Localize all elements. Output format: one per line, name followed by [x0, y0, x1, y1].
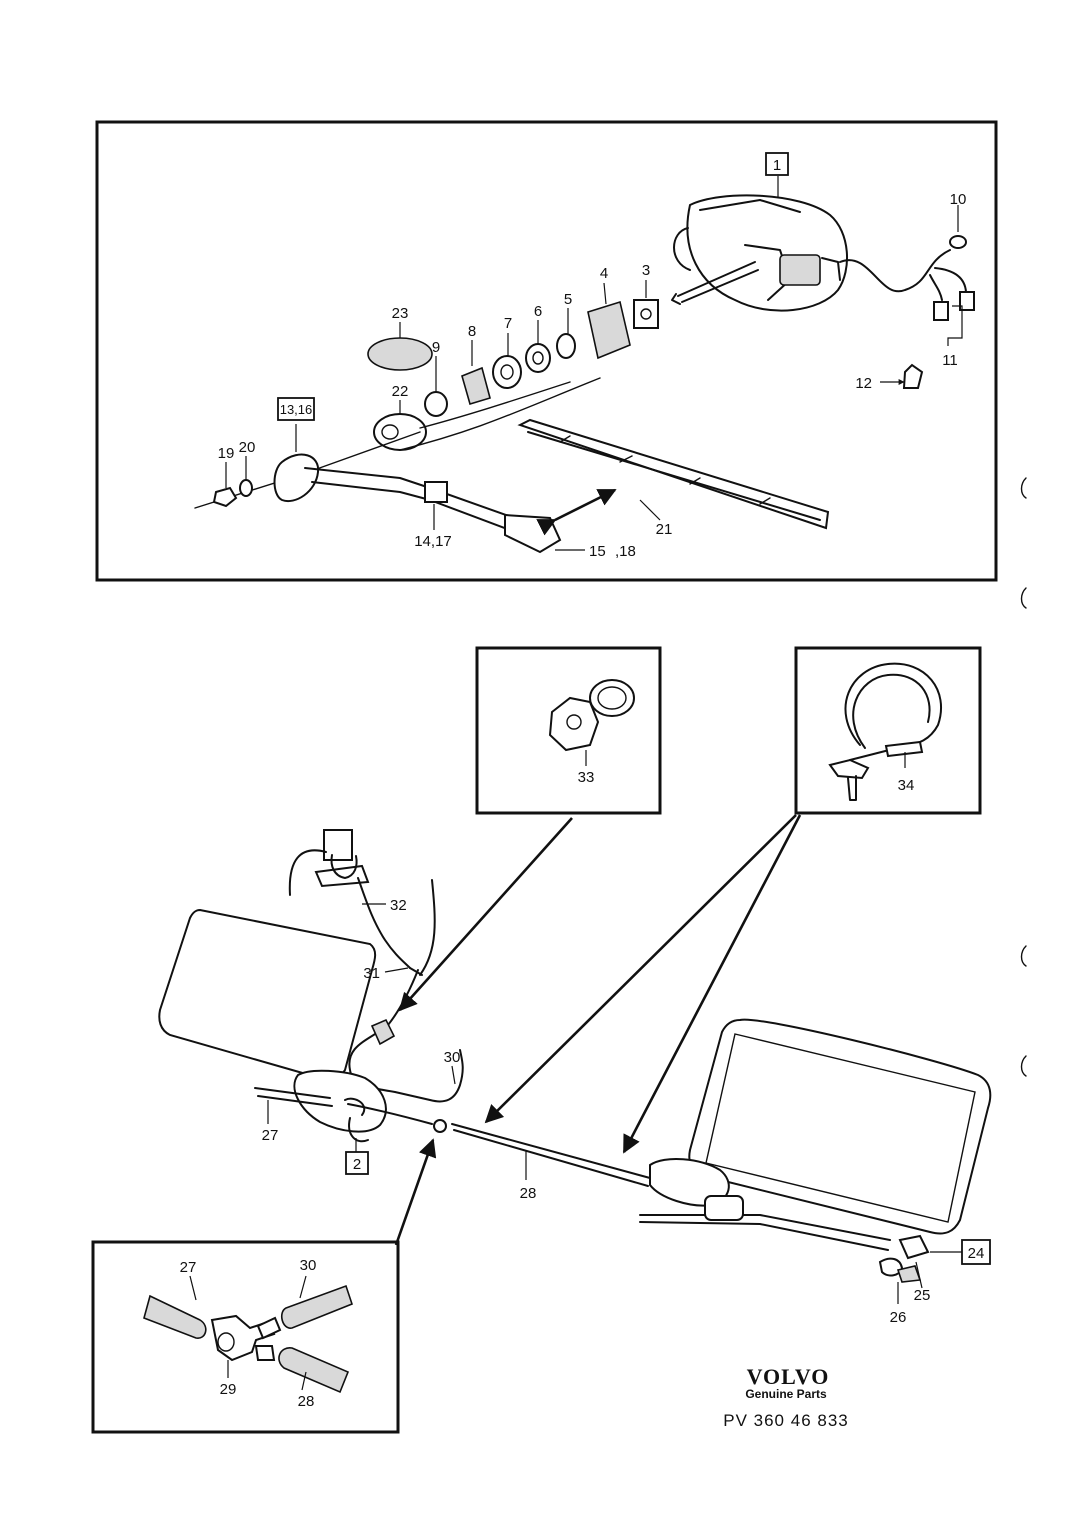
right-wiper-unit	[639, 1158, 930, 1283]
part-21-wiper-blade	[517, 418, 830, 530]
part-19-nut	[212, 486, 238, 508]
part-28-hose	[347, 1103, 651, 1187]
part-34-cable-tie	[844, 662, 943, 761]
callout-labels: 1 10 11 12 3 4 5 6 7 8 9 23 22 13,16 19 …	[180, 152, 991, 1410]
callout-15: 15	[589, 543, 606, 560]
connector-a	[933, 301, 949, 321]
part-8-bush	[461, 366, 491, 405]
detail-hose-27	[143, 1294, 207, 1339]
brand-block: VOLVO Genuine Parts PV 360 46 833	[723, 1364, 848, 1430]
callout-box-1	[765, 152, 789, 176]
callout-31: 31	[363, 965, 380, 982]
callout-22: 22	[392, 383, 409, 400]
margin-marks	[1020, 477, 1027, 1077]
callout-19: 19	[218, 445, 235, 462]
callout-9: 9	[432, 339, 440, 356]
t-piece-detail-box	[91, 1240, 400, 1434]
callout-13-16: 13,16	[280, 402, 313, 417]
motor-wiring	[839, 249, 967, 301]
pointer-34b	[622, 814, 802, 1154]
grommet-detail-box	[475, 646, 662, 815]
detail-hose-28	[278, 1347, 350, 1394]
detail-callout-30: 30	[300, 1257, 317, 1274]
part-32-hose	[357, 877, 411, 969]
part-9-spacer	[424, 391, 448, 417]
callout-34: 34	[898, 777, 915, 794]
callout-32: 32	[390, 897, 407, 914]
callout-box-24	[961, 1239, 991, 1265]
callout-1: 1	[773, 157, 781, 174]
detail-callout-28: 28	[298, 1393, 315, 1410]
callout-3: 3	[642, 262, 650, 279]
motor-spindle	[677, 261, 759, 303]
callout-12: 12	[855, 375, 872, 392]
blade-fit-arrow	[536, 488, 617, 536]
part-6-washer	[525, 343, 551, 373]
pointer-34a	[484, 814, 797, 1124]
part-23-cap	[367, 337, 433, 371]
callout-33: 33	[578, 769, 595, 786]
brand-tagline: Genuine Parts	[745, 1387, 827, 1401]
t-connector	[433, 1119, 447, 1133]
connector-b	[959, 291, 975, 311]
left-washer-nozzle	[293, 1069, 387, 1143]
panel-frame	[95, 120, 998, 582]
part-20-washer	[239, 479, 253, 497]
callout-10: 10	[950, 191, 967, 208]
detail-callout-27: 27	[180, 1259, 197, 1276]
callout-5: 5	[564, 291, 572, 308]
pointer-29	[394, 1138, 437, 1246]
callout-2: 2	[353, 1156, 361, 1173]
callout-29: 29	[220, 1381, 237, 1398]
part-3-nut	[633, 299, 659, 329]
part-reference: PV 360 46 833	[723, 1411, 848, 1430]
part-27-hose	[254, 1087, 333, 1107]
callout-18: ,18	[615, 543, 636, 560]
cable-tie-detail-box	[794, 646, 982, 815]
callout-24: 24	[968, 1245, 985, 1262]
callout-20: 20	[239, 439, 256, 456]
part-5-washer	[556, 333, 576, 359]
callout-8: 8	[468, 323, 476, 340]
part-4-bush	[587, 300, 631, 360]
callout-14-17: 14,17	[414, 533, 452, 550]
insulating-sleeve	[902, 363, 924, 389]
wiper-motor	[673, 194, 848, 312]
pointer-33	[398, 817, 573, 1012]
detail-hose-30	[280, 1284, 353, 1329]
callout-7: 7	[504, 315, 512, 332]
leader-lines-top	[225, 176, 963, 551]
volvo-logo: VOLVO	[747, 1364, 830, 1389]
callout-6: 6	[534, 303, 542, 320]
right-headlamp	[688, 1018, 992, 1235]
callout-box-13-16	[277, 397, 315, 421]
callout-11: 11	[942, 352, 958, 369]
ring-terminal	[949, 235, 967, 249]
callout-21: 21	[656, 521, 673, 538]
hose-grommet	[370, 1018, 396, 1046]
washer-system	[158, 814, 992, 1304]
callout-30: 30	[444, 1049, 461, 1066]
callout-28: 28	[520, 1185, 537, 1202]
part-33-grommet	[548, 696, 600, 752]
callout-26: 26	[890, 1309, 907, 1326]
callout-27: 27	[262, 1127, 279, 1144]
callout-23: 23	[392, 305, 409, 322]
callout-box-2	[345, 1151, 369, 1175]
callout-25: 25	[914, 1287, 931, 1304]
wiper-assembly-panel	[95, 120, 998, 582]
left-headlamp	[158, 908, 377, 1080]
body-contour	[399, 377, 601, 451]
part-7-nut	[492, 355, 522, 389]
grommet-ring	[589, 679, 635, 717]
washer-pump	[314, 829, 370, 888]
callout-4: 4	[600, 265, 608, 282]
